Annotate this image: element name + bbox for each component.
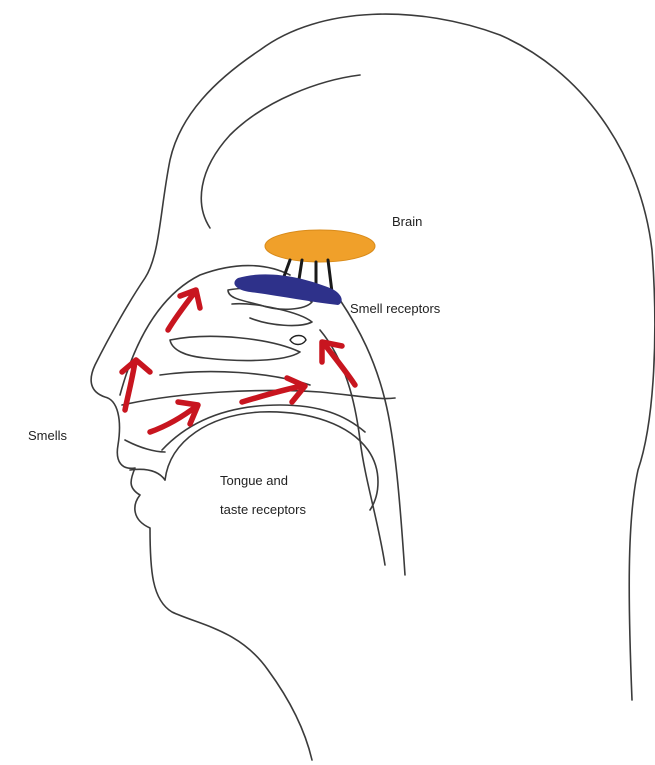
arrow-cavity-up — [168, 290, 200, 330]
skull-inner-line — [201, 75, 360, 228]
smell-receptors-label: Smell receptors — [350, 301, 441, 316]
upper-turbinate-inner — [232, 304, 312, 326]
smell-receptor-pad — [234, 274, 341, 305]
arrow-back-up — [322, 342, 355, 385]
tongue-label-line1: Tongue and — [220, 473, 288, 488]
pharynx-wall-inner — [320, 330, 385, 565]
brain-label: Brain — [392, 214, 422, 229]
tongue-label-line2: taste receptors — [220, 502, 306, 517]
small-oval-mark — [290, 336, 306, 345]
middle-turbinate — [170, 336, 300, 360]
smells-label: Smells — [28, 428, 68, 443]
head-profile-outline — [91, 14, 655, 760]
brain-shape — [265, 230, 375, 262]
lips — [125, 440, 165, 480]
pharynx-wall — [340, 300, 405, 575]
tongue-outline — [165, 412, 378, 510]
